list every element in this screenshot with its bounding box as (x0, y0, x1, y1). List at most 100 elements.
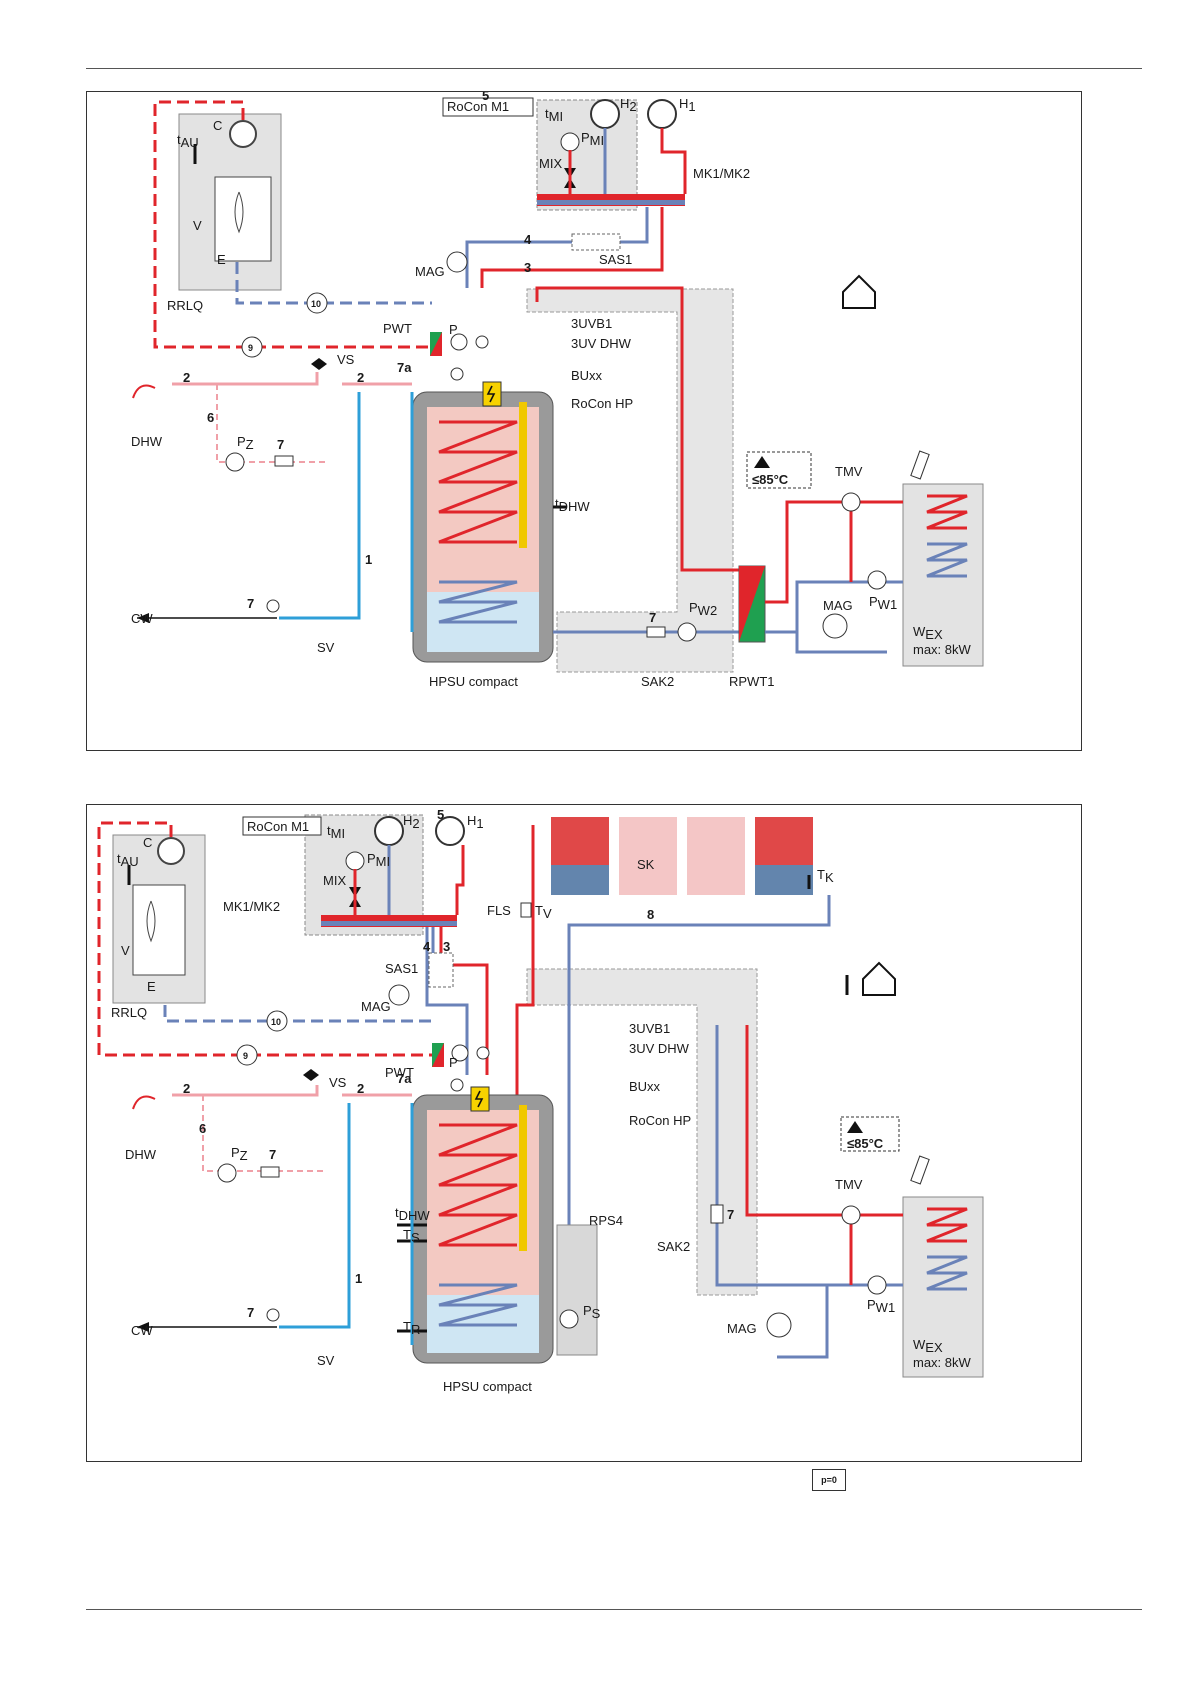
mag-vessel-icon (388, 984, 410, 1006)
num-1: 1 (355, 1271, 362, 1286)
house-icon (842, 274, 876, 309)
h2-circuit-icon (374, 816, 404, 846)
cold-water-pipe-1 (279, 392, 361, 620)
tank-coil-return (438, 580, 518, 624)
label-mag: MAG (361, 999, 391, 1014)
label-mix: MIX (323, 873, 346, 888)
warning-icon (847, 1121, 863, 1133)
h-supply-pipe (353, 845, 465, 915)
num-1: 1 (365, 552, 372, 567)
num-2a: 2 (183, 370, 190, 385)
label-vs: VS (337, 352, 355, 367)
bottom-rule (86, 1609, 1142, 1610)
rocon-m1-box (242, 816, 322, 836)
mixer-module-panel (536, 99, 638, 211)
num-5: 5 (437, 807, 444, 822)
h1-supply-pipe (568, 128, 687, 194)
label-sak2: SAK2 (657, 1239, 690, 1254)
check-valve-7-ext (710, 1204, 724, 1224)
label-tmi: tMI (327, 823, 345, 841)
num-4: 4 (423, 939, 431, 954)
num-7-cw: 7 (247, 596, 254, 611)
num-9: 9 (243, 1051, 248, 1061)
label-pw1: PW1 (869, 594, 897, 612)
label-ps: PS (583, 1303, 601, 1321)
label-h2: H2 (403, 813, 420, 831)
solar-sensor-icon (910, 1155, 930, 1185)
num-6: 6 (207, 410, 214, 425)
label-ts: TS (403, 1227, 420, 1245)
refrigerant-return-line (235, 262, 432, 305)
label-temp85: ≤85°C (847, 1136, 884, 1151)
mag2-connection (777, 1285, 829, 1359)
num-9: 9 (248, 343, 253, 353)
temp-warning-box (746, 451, 812, 489)
num-7-circ: 7 (277, 437, 284, 452)
label-mag2: MAG (823, 598, 853, 613)
diagram-1-frame: RRLQ C tAU V E RoCon M1 tMI PMI MIX H2 H… (86, 91, 1082, 751)
check-valve-7 (260, 1166, 280, 1178)
num-2b: 2 (357, 370, 364, 385)
label-tmi: tMI (545, 106, 563, 124)
pressure-zero-symbol: p=0 (812, 1469, 846, 1491)
h1-circuit-icon (435, 816, 465, 846)
wex-coil-return (926, 542, 968, 578)
house-icon (862, 961, 896, 996)
label-fls: FLS (487, 903, 511, 918)
rocon-m1-box (442, 97, 534, 117)
label-pz: PZ (231, 1145, 248, 1163)
label-sak2: SAK2 (641, 674, 674, 689)
pw1-pump-icon (867, 1275, 887, 1295)
compressor-icon (229, 120, 257, 148)
vs-valve-icon (311, 358, 327, 370)
shower-icon (132, 1095, 156, 1110)
uvdhw-valve-icon (450, 1078, 464, 1092)
label-rocon-m1: RoCon M1 (447, 99, 509, 114)
refrigerant-hot-line (153, 100, 437, 349)
compressor-icon (157, 837, 185, 865)
label-rocon-m1: RoCon M1 (247, 819, 309, 834)
label-rrlq: RRLQ (167, 298, 203, 313)
callout-10 (266, 1010, 288, 1032)
num-2b: 2 (357, 1081, 364, 1096)
label-hpsu: HPSU compact (443, 1379, 532, 1394)
p-pump-icon (451, 1044, 469, 1062)
num-10: 10 (271, 1017, 281, 1027)
label-v: V (193, 218, 202, 233)
label-3uvb1: 3UVB1 (629, 1021, 670, 1036)
label-temp85: ≤85°C (752, 472, 789, 487)
rps4-unit (556, 1224, 598, 1356)
label-pwt: PWT (385, 1065, 414, 1080)
label-cw: CW (131, 1323, 153, 1338)
label-3uvdhw: 3UV DHW (571, 336, 632, 351)
label-mix: MIX (539, 156, 562, 171)
pwt-exchanger-hot (430, 332, 442, 356)
collector-return (567, 895, 831, 1325)
label-e: E (147, 979, 156, 994)
fan-icon (234, 191, 244, 234)
label-tmv: TMV (835, 464, 863, 479)
collector-4-cold (755, 865, 813, 895)
mk-manifold-return (537, 200, 685, 205)
mag-vessel-icon (446, 251, 468, 273)
lightning-icon (474, 1090, 484, 1108)
label-c: C (143, 835, 152, 850)
refrigerant-hot-line (97, 821, 432, 1057)
shower-icon (132, 384, 156, 399)
label-v: V (121, 943, 130, 958)
label-sv: SV (317, 1353, 335, 1368)
label-mk: MK1/MK2 (693, 166, 750, 181)
label-tmv: TMV (835, 1177, 863, 1192)
tmv-valve-icon (841, 1205, 861, 1225)
ps-pump-icon (559, 1309, 579, 1329)
label-rrlq: RRLQ (111, 1005, 147, 1020)
label-p: P (449, 322, 458, 337)
label-mk: MK1/MK2 (223, 899, 280, 914)
mag2-vessel-icon (766, 1312, 792, 1338)
label-sk: SK (637, 857, 655, 872)
fan-coil (132, 884, 186, 976)
num-7-circ: 7 (269, 1147, 276, 1162)
tank-coil-hot (438, 1123, 518, 1247)
uvb1-valve-icon (476, 1046, 490, 1060)
label-pmi: PMI (367, 851, 390, 869)
